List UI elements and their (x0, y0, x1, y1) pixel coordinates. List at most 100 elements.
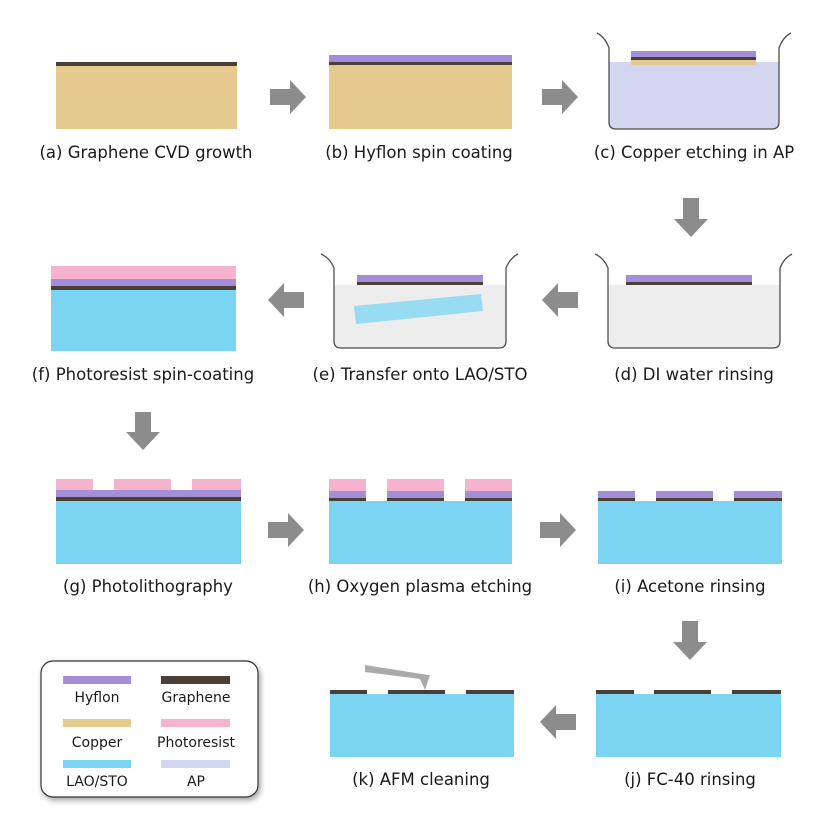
lao-sto-layer (56, 501, 241, 564)
step-e: (e) Transfer onto LAO/STO (313, 253, 528, 384)
hyflon-block (329, 491, 366, 498)
arrow-right-icon (268, 513, 304, 547)
ap-solution (609, 62, 779, 129)
legend-swatch-lao-sto (63, 760, 131, 768)
photoresist-layer (51, 266, 236, 279)
arrow-left-icon (542, 283, 578, 317)
graphene-block (466, 690, 514, 694)
arrow-down-icon (126, 412, 160, 450)
graphene-layer (631, 57, 756, 60)
legend-label-copper: Copper (72, 735, 123, 751)
graphene-block (734, 498, 782, 501)
caption-h: (h) Oxygen plasma etching (308, 577, 532, 596)
step-a: (a) Graphene CVD growth (39, 62, 253, 162)
caption-d: (d) DI water rinsing (614, 365, 774, 384)
legend-swatch-hyflon (63, 676, 131, 684)
graphene-block (329, 498, 366, 501)
step-j: (j) FC-40 rinsing (596, 690, 781, 789)
step-i: (i) Acetone rinsing (598, 491, 782, 596)
photoresist-block (465, 479, 512, 491)
photoresist-block (329, 479, 366, 491)
arrow-left-icon (268, 283, 304, 317)
graphene-block (388, 690, 445, 694)
beaker (596, 32, 792, 130)
graphene-layer (51, 286, 236, 290)
hyflon-block (656, 491, 713, 498)
lao-sto-layer (51, 290, 236, 351)
lao-sto-layer (598, 501, 782, 564)
beaker (320, 253, 519, 349)
step-b: (b) Hyflon spin coating (325, 55, 513, 162)
stack-block (329, 479, 366, 501)
beaker (594, 253, 793, 349)
arrow-right-icon (270, 80, 306, 114)
graphene-layer (56, 497, 241, 501)
legend-item-hyflon: Hyflon (63, 676, 131, 706)
arrow-right-icon (540, 513, 576, 547)
caption-g: (g) Photolithography (63, 577, 233, 596)
graphene-block (732, 690, 781, 694)
caption-b: (b) Hyflon spin coating (325, 143, 513, 162)
copper-layer (631, 60, 756, 65)
copper-layer (56, 65, 237, 129)
hyflon-block (734, 491, 782, 498)
photoresist-block (192, 479, 241, 490)
legend-label-graphene: Graphene (161, 690, 230, 706)
di-water (608, 285, 780, 348)
photoresist-block (114, 479, 171, 490)
lao-sto-layer (596, 694, 781, 757)
caption-e: (e) Transfer onto LAO/STO (313, 365, 528, 384)
lao-sto-layer (330, 694, 514, 757)
step-c: (c) Copper etching in AP (594, 32, 794, 162)
caption-c: (c) Copper etching in AP (594, 143, 794, 162)
legend-label-ap: AP (187, 774, 205, 790)
step-k: (k) AFM cleaning (330, 665, 514, 789)
arrow-down-icon (673, 621, 707, 660)
stack-block (465, 479, 512, 501)
hyflon-block (598, 491, 635, 498)
legend-item-lao-sto: LAO/STO (63, 760, 131, 790)
lao-sto-layer (329, 501, 512, 564)
caption-f: (f) Photoresist spin-coating (32, 365, 254, 384)
graphene-block (330, 690, 367, 694)
copper-layer (329, 65, 512, 129)
legend-swatch-photoresist (161, 719, 230, 727)
graphene-block (598, 498, 635, 501)
caption-a: (a) Graphene CVD growth (39, 143, 252, 162)
lao-sto-substrate-tilted (354, 294, 483, 324)
legend-item-ap: AP (161, 760, 230, 790)
hyflon-layer (631, 51, 756, 57)
flow-arrows (126, 80, 708, 739)
legend-swatch-ap (161, 760, 230, 768)
graphene-layer (56, 62, 237, 66)
stack-block (734, 491, 782, 501)
step-f: (f) Photoresist spin-coating (32, 266, 254, 384)
stack-block (387, 479, 444, 501)
afm-tip-icon (365, 665, 428, 680)
caption-i: (i) Acetone rinsing (614, 577, 765, 596)
graphene-block (387, 498, 444, 501)
legend-label-hyflon: Hyflon (74, 690, 119, 706)
step-h: (h) Oxygen plasma etching (308, 479, 532, 596)
graphene-layer (626, 282, 752, 285)
graphene-block (656, 498, 713, 501)
hyflon-layer (357, 275, 483, 282)
legend-item-copper: Copper (63, 719, 131, 751)
graphene-block (654, 690, 711, 694)
stack-block (598, 491, 635, 501)
legend-swatch-graphene (161, 676, 230, 684)
graphene-block (465, 498, 512, 501)
legend-label-photoresist: Photoresist (157, 735, 235, 751)
caption-k: (k) AFM cleaning (352, 770, 490, 789)
legend: Hyflon Graphene Copper Photoresist LAO/S… (40, 660, 259, 798)
hyflon-block (387, 491, 444, 498)
photoresist-block (56, 479, 93, 490)
arrow-left-icon (540, 705, 576, 739)
hyflon-layer (626, 275, 752, 282)
photoresist-block (387, 479, 444, 491)
afm-tip-apex (418, 675, 430, 690)
legend-item-graphene: Graphene (161, 676, 231, 706)
graphene-block (596, 690, 634, 694)
